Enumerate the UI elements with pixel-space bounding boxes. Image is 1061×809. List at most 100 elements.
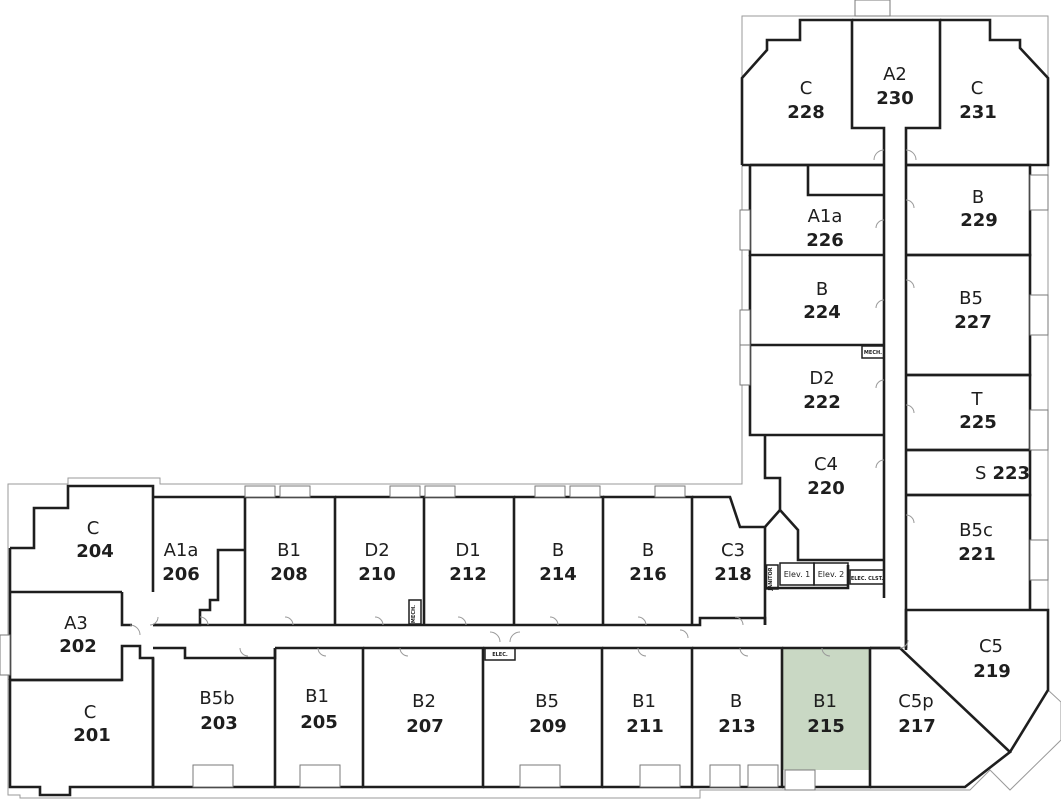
- unit-number-label: 205: [300, 712, 338, 733]
- unit-type-label: C3: [721, 540, 745, 561]
- unit-number-label: 222: [803, 392, 841, 413]
- unit-number-label: 204: [76, 541, 114, 562]
- unit-number-label: 228: [787, 102, 825, 123]
- unit-number-label: 212: [449, 564, 487, 585]
- unit-number-label: 229: [960, 210, 998, 231]
- mech-west-label: MECH.: [411, 605, 417, 623]
- unit-228[interactable]: C 228: [787, 78, 825, 123]
- windows: [0, 0, 1049, 791]
- unit-number-label: 201: [73, 725, 111, 746]
- elevator-2-label: Elev. 2: [818, 570, 845, 579]
- unit-type-label: B1: [632, 691, 656, 712]
- unit-number-label: 227: [954, 312, 992, 333]
- unit-type-label: B: [642, 540, 654, 561]
- unit-number-label: 211: [626, 716, 664, 737]
- unit-number-label: 224: [803, 302, 841, 323]
- unit-number-label: 217: [898, 716, 936, 737]
- unit-number-label: 210: [358, 564, 396, 585]
- unit-number-label: 216: [629, 564, 667, 585]
- unit-type-label: A2: [883, 64, 907, 85]
- unit-type-label: C: [800, 78, 813, 99]
- unit-number-label: 202: [59, 636, 97, 657]
- elec-closet-label: ELEC. CLST.: [851, 576, 883, 582]
- utility-rooms: Elev. 1 Elev. 2 ELEC. CLST. JANITOR MECH…: [408, 345, 885, 661]
- unit-213[interactable]: B 213: [718, 691, 756, 737]
- unit-type-label: C4: [814, 454, 838, 475]
- unit-215-highlight: [782, 648, 870, 770]
- mech-east-label: MECH.: [864, 350, 882, 356]
- unit-type-label: B1: [305, 686, 329, 707]
- unit-type-label: C: [84, 702, 97, 723]
- elevator-1-label: Elev. 1: [784, 570, 811, 579]
- unit-number-label: 208: [270, 564, 308, 585]
- unit-type-label: T: [971, 389, 984, 410]
- unit-type-label: D2: [809, 368, 834, 389]
- unit-type-label: C5: [979, 636, 1003, 657]
- unit-number-label: 206: [162, 564, 200, 585]
- unit-number-label: 213: [718, 716, 756, 737]
- unit-216[interactable]: B 216: [629, 540, 667, 585]
- walls: [8, 18, 1050, 797]
- unit-type-label: A1a: [808, 206, 843, 227]
- unit-type-label: B2: [412, 691, 436, 712]
- unit-number-label: 225: [959, 412, 997, 433]
- unit-number-label: 226: [806, 230, 844, 251]
- elec-label: ELEC.: [492, 652, 508, 658]
- unit-number-label: 209: [529, 716, 567, 737]
- unit-type-label: B1: [813, 691, 837, 712]
- unit-type-label: A1a: [164, 540, 199, 561]
- unit-type-label: S: [975, 463, 986, 484]
- unit-number-label: 214: [539, 564, 577, 585]
- doors: [129, 149, 917, 657]
- unit-type-label: D1: [455, 540, 480, 561]
- unit-number-label: 221: [958, 544, 996, 565]
- unit-number-label: 230: [876, 88, 914, 109]
- unit-number-label: 218: [714, 564, 752, 585]
- unit-type-label: B5b: [199, 688, 234, 709]
- unit-type-label: B: [972, 187, 984, 208]
- unit-number-label: 207: [406, 716, 444, 737]
- unit-number-label: 215: [807, 716, 845, 737]
- janitor-label: JANITOR: [768, 567, 774, 591]
- unit-type-label: A3: [64, 613, 88, 634]
- unit-type-label: B: [730, 691, 742, 712]
- unit-type-label: B1: [277, 540, 301, 561]
- unit-type-label: B5: [535, 691, 559, 712]
- unit-type-label: C: [87, 518, 100, 539]
- unit-type-label: B: [816, 279, 828, 300]
- unit-type-label: B5c: [959, 520, 993, 541]
- unit-number-label: 231: [959, 102, 997, 123]
- building-outline: [7, 15, 1061, 799]
- unit-type-label: C5p: [898, 691, 933, 712]
